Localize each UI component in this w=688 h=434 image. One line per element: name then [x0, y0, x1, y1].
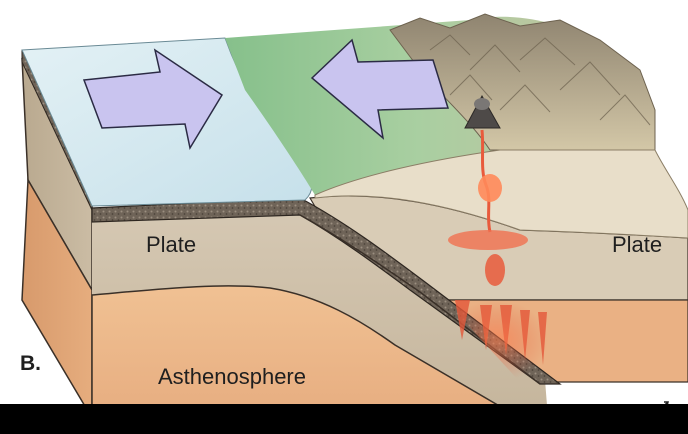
panel-label: B.: [20, 352, 41, 375]
asthenosphere-label: Asthenosphere: [158, 364, 306, 389]
plate-label-right: Plate: [612, 232, 662, 257]
plate-label-left: Plate: [146, 232, 196, 257]
bottom-black-bar: [0, 404, 688, 434]
